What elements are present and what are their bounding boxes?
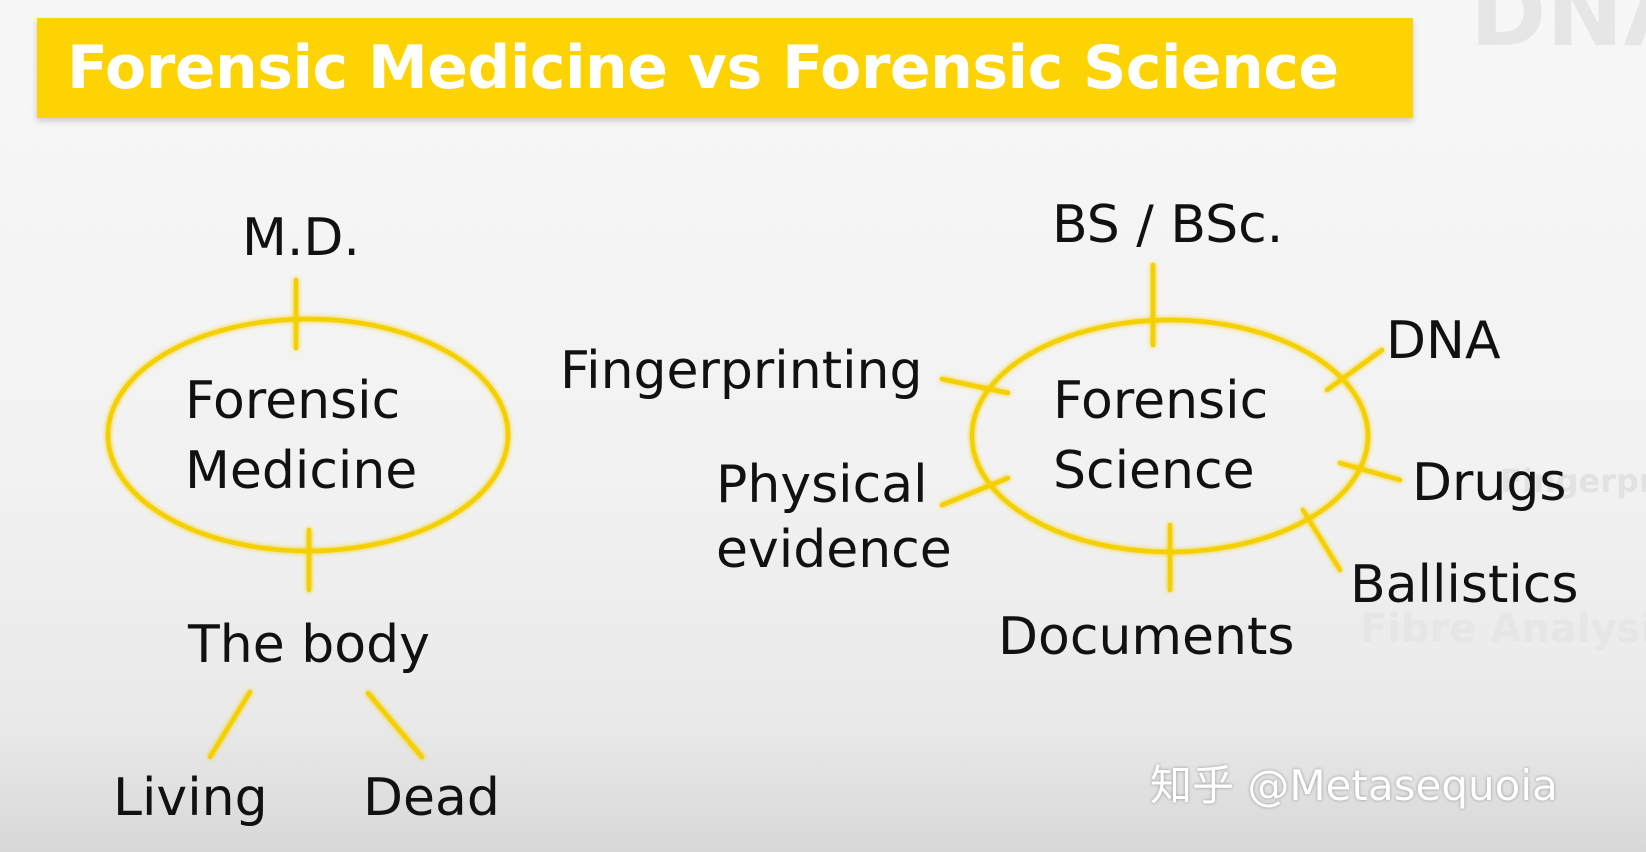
science-field-physical-evidence-line-1: Physical [716,455,928,515]
science-center-label: Forensic Science [1053,371,1285,501]
watermark: 知乎 @Metasequoia [1150,761,1558,810]
science-degree-label: BS / BSc. [1052,195,1283,255]
science-physical-evidence-connector [939,475,1011,508]
medicine-cluster: Forensic Medicine M.D. The body Living D… [105,208,511,828]
science-field-physical-evidence: Physical evidence [716,455,952,580]
medicine-dead-connector [365,690,425,760]
science-field-drugs: Drugs [1412,453,1566,513]
science-field-ballistics: Ballistics [1350,555,1579,615]
science-field-fingerprinting: Fingerprinting [560,341,923,401]
science-cluster: Forensic Science BS / BSc. Fingerprintin… [560,195,1579,667]
science-field-documents: Documents [998,607,1295,667]
title-banner: Forensic Medicine vs Forensic Science [37,18,1413,118]
science-fingerprinting-connector [939,376,1011,396]
science-ballistics-connector [1300,507,1343,573]
science-dna-connector [1324,347,1385,393]
medicine-degree-label: M.D. [242,208,360,268]
medicine-branch-dead: Dead [363,768,500,828]
science-field-dna: DNA [1386,311,1501,371]
medicine-living-connector [207,689,253,760]
science-center-line-1: Forensic [1053,371,1268,431]
science-center-line-2: Science [1053,441,1255,501]
medicine-center-label: Forensic Medicine [185,371,417,501]
medicine-center-line-1: Forensic [185,371,400,431]
medicine-center-line-2: Medicine [185,441,417,501]
medicine-branch-living: Living [113,768,268,828]
medicine-subject-label: The body [187,615,430,675]
slide-title: Forensic Medicine vs Forensic Science [67,33,1339,103]
science-drugs-connector [1337,460,1403,483]
medicine-ellipse [105,316,511,554]
science-field-physical-evidence-line-2: evidence [716,520,952,580]
